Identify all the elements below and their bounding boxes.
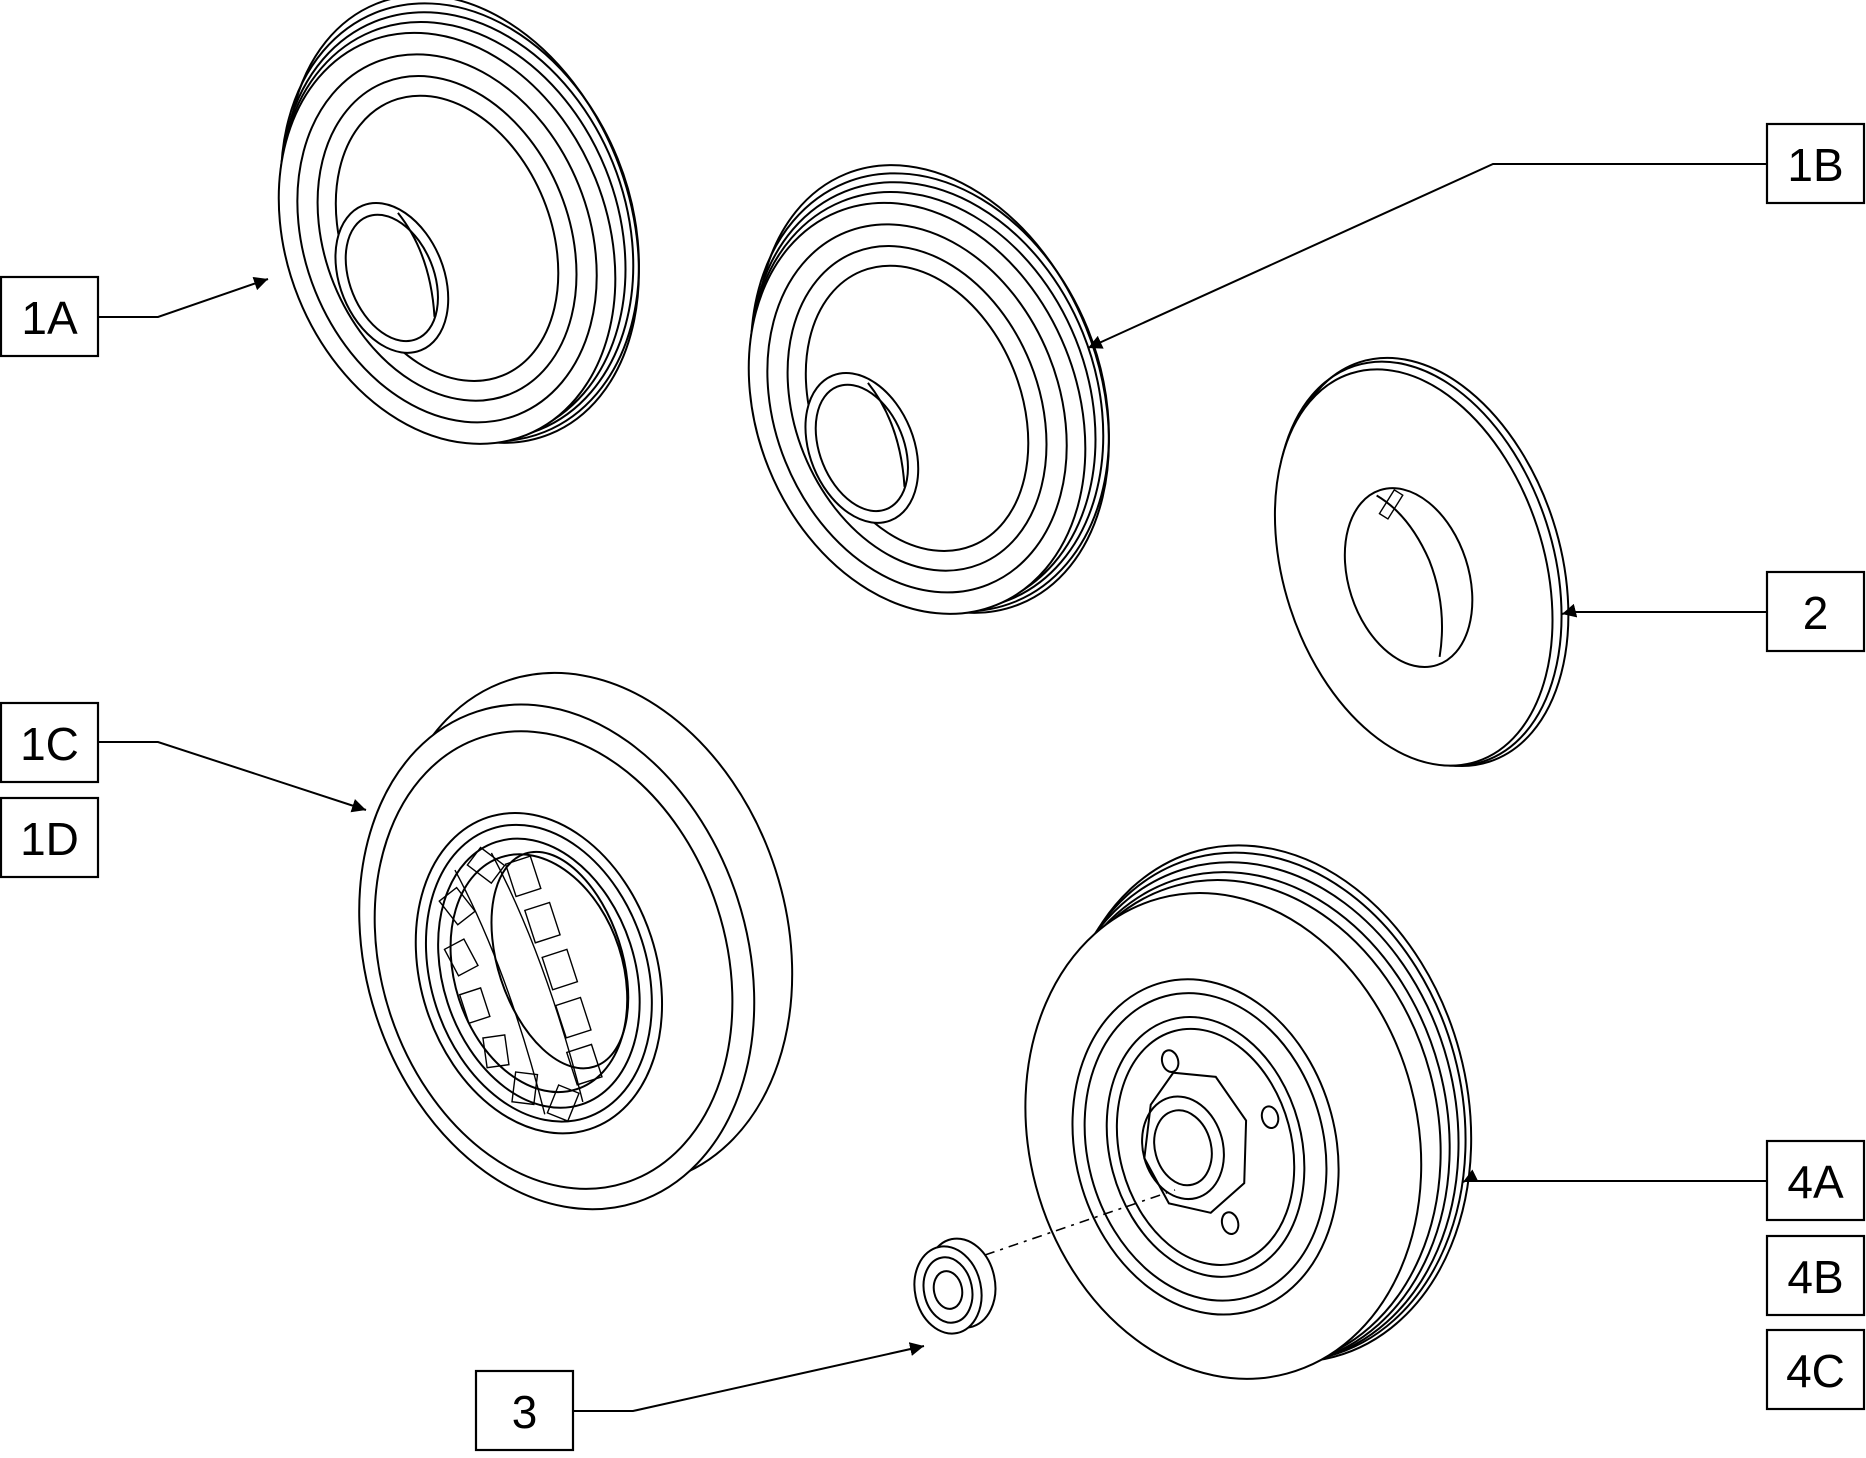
svg-text:4A: 4A	[1787, 1156, 1844, 1208]
callout-3: 3	[474, 1369, 575, 1452]
inner-tube-2	[1273, 356, 1570, 767]
svg-text:2: 2	[1803, 587, 1829, 639]
svg-text:3: 3	[512, 1386, 538, 1438]
svg-text:1D: 1D	[20, 813, 79, 865]
callout-1B: 1B	[1765, 122, 1866, 205]
leader-4A	[1462, 1169, 1768, 1183]
tire-1B	[747, 164, 1110, 615]
svg-text:1C: 1C	[20, 718, 79, 770]
leader-1B	[1087, 163, 1768, 349]
assembly-axis-line	[984, 1189, 1176, 1256]
leader-1A	[98, 276, 269, 318]
callout-4A: 4A	[1765, 1139, 1866, 1222]
tire-1A	[277, 0, 640, 445]
callout-4B: 4B	[1765, 1234, 1866, 1317]
bearing-3	[913, 1237, 997, 1335]
leader-2	[1561, 603, 1768, 618]
svg-text:4B: 4B	[1787, 1251, 1843, 1303]
svg-text:1A: 1A	[21, 292, 78, 344]
wheel-4A-4B-4C	[1024, 844, 1473, 1380]
leader-3	[573, 1342, 925, 1412]
svg-text:4C: 4C	[1786, 1345, 1845, 1397]
wheel-1C-1D	[358, 671, 794, 1211]
svg-text:1B: 1B	[1787, 139, 1843, 191]
callout-1C: 1C	[0, 701, 100, 784]
callout-1D: 1D	[0, 796, 100, 879]
leader-lines	[98, 163, 1768, 1412]
leader-1C	[98, 741, 367, 813]
callout-4C: 4C	[1765, 1328, 1866, 1411]
callout-2: 2	[1765, 570, 1866, 653]
callout-1A: 1A	[0, 275, 100, 358]
